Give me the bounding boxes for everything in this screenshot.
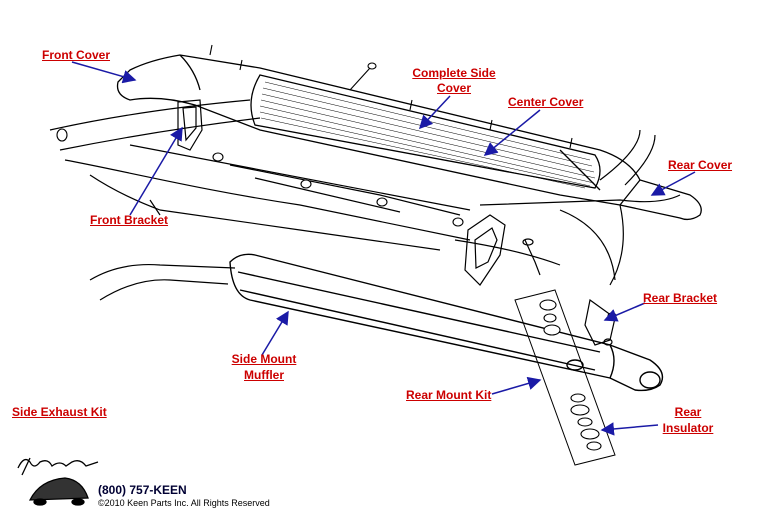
footer-phone: (800) 757-KEEN bbox=[98, 483, 187, 497]
insulator-parts bbox=[539, 299, 602, 451]
label-center-cover[interactable]: Center Cover bbox=[508, 95, 584, 109]
body-panel-outline bbox=[49, 99, 681, 301]
label-complete-side-cover-line2[interactable]: Cover bbox=[436, 81, 472, 95]
rear-mount-kit-box bbox=[514, 289, 616, 466]
arrow-center-cover bbox=[483, 109, 541, 156]
arrow-rear-bracket bbox=[603, 302, 646, 322]
arrow-front-bracket bbox=[129, 126, 183, 216]
label-complete-side-cover-line1[interactable]: Complete Side bbox=[412, 66, 496, 80]
label-rear-bracket[interactable]: Rear Bracket bbox=[643, 291, 718, 305]
arrow-front-cover bbox=[71, 61, 137, 84]
label-rear-mount-kit[interactable]: Rear Mount Kit bbox=[406, 388, 492, 402]
keen-parts-logo bbox=[17, 457, 99, 506]
label-front-cover[interactable]: Front Cover bbox=[42, 48, 111, 62]
rear-bracket-shape bbox=[464, 214, 617, 346]
arrow-rear-cover bbox=[650, 171, 696, 196]
footer-copyright: ©2010 Keen Parts Inc. All Rights Reserve… bbox=[98, 498, 270, 508]
label-front-bracket[interactable]: Front Bracket bbox=[90, 213, 169, 227]
arrow-rear-insulator bbox=[600, 422, 659, 436]
mounting-studs bbox=[56, 44, 573, 227]
label-rear-insulator-line2[interactable]: Insulator bbox=[662, 421, 714, 435]
pointer-arrows bbox=[71, 61, 696, 436]
label-rear-insulator-line1[interactable]: Rear bbox=[674, 405, 702, 419]
arrow-complete-side-cover bbox=[418, 95, 451, 130]
arrow-side-mount-muffler bbox=[261, 310, 289, 356]
arrow-rear-mount-kit bbox=[491, 376, 542, 395]
side-mount-muffler-shape bbox=[229, 253, 664, 392]
side-cover-assembly bbox=[116, 54, 702, 221]
label-rear-cover[interactable]: Rear Cover bbox=[668, 158, 733, 172]
label-side-mount-muffler-line1[interactable]: Side Mount bbox=[231, 352, 297, 366]
label-side-mount-muffler-line2[interactable]: Muffler bbox=[244, 368, 284, 382]
label-side-exhaust-kit[interactable]: Side Exhaust Kit bbox=[12, 405, 107, 419]
